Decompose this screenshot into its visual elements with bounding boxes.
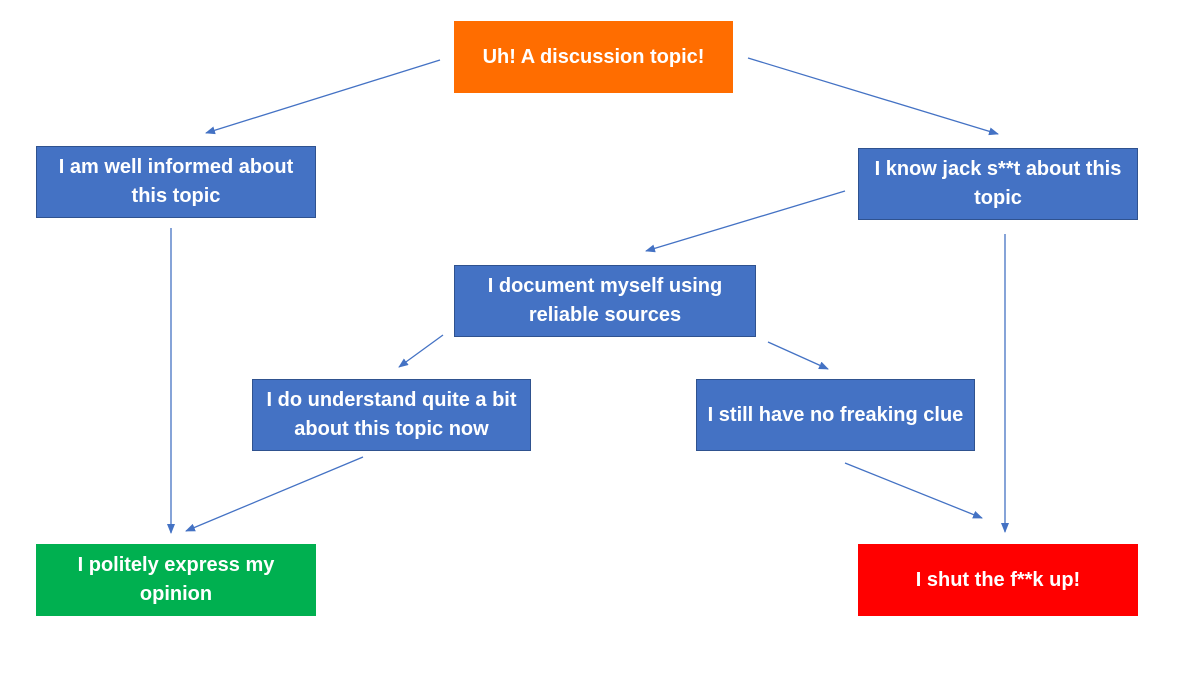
arrow-document-to-understand	[398, 334, 444, 368]
arrow-know-nothing-to-document	[645, 190, 846, 253]
node-no-clue-label: I still have no freaking clue	[707, 403, 964, 426]
arrow-start-to-well-informed	[205, 59, 441, 135]
node-know-nothing: I know jack s**t about this topic	[858, 148, 1138, 220]
arrow-start-to-know-nothing	[747, 57, 999, 136]
node-know-nothing-label: I know jack s**t about this topic	[874, 158, 1122, 209]
node-shut-up: I shut the f**k up!	[858, 544, 1138, 616]
node-shut-up-label: I shut the f**k up!	[915, 568, 1081, 591]
node-document: I document myself using reliable sources	[454, 265, 756, 337]
node-express-opinion-label: I politely express my opinion	[77, 554, 275, 605]
node-document-label: I document myself using reliable sources	[487, 275, 723, 326]
node-well-informed-label: I am well informed about this topic	[58, 156, 294, 207]
node-express-opinion: I politely express my opinion	[36, 544, 316, 616]
node-start-label: Uh! A discussion topic!	[482, 45, 705, 68]
node-understand-label: I do understand quite a bit about this t…	[266, 389, 517, 440]
node-no-clue: I still have no freaking clue	[696, 379, 975, 451]
node-start: Uh! A discussion topic!	[454, 21, 733, 93]
arrow-document-to-no-clue	[767, 341, 829, 370]
node-well-informed: I am well informed about this topic	[36, 146, 316, 218]
node-understand: I do understand quite a bit about this t…	[252, 379, 531, 451]
arrow-no-clue-to-shut-up	[844, 462, 983, 519]
arrow-understand-to-express-opinion	[185, 456, 364, 532]
